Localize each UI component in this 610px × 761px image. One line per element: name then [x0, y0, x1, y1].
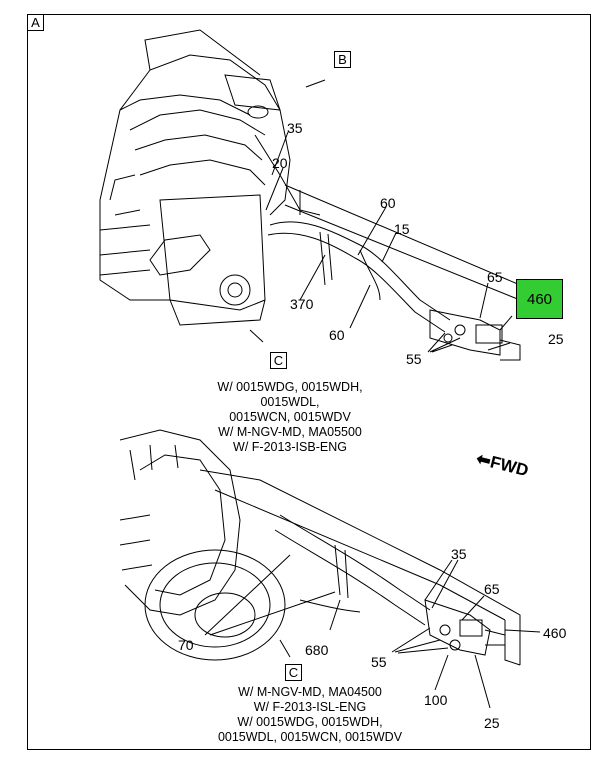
callout-15: 15	[394, 221, 410, 237]
reference-label-b: B	[334, 51, 351, 68]
callout-20: 20	[272, 155, 288, 171]
top-leader-lines	[249, 79, 513, 353]
callout-60-lower: 60	[329, 327, 345, 343]
callout-35-bottom: 35	[451, 546, 467, 562]
highlight-callout-460[interactable]: 460	[516, 279, 563, 319]
callout-55-top: 55	[406, 351, 422, 367]
caption-bottom-line-3: W/ 0015WDG, 0015WDH,	[237, 715, 383, 729]
caption-bottom: W/ M-NGV-MD, MA04500 W/ F-2013-ISL-ENG W…	[190, 685, 430, 745]
callout-460-bottom: 460	[543, 625, 567, 641]
drawing-frame	[27, 14, 591, 750]
callout-25-top: 25	[548, 331, 564, 347]
callout-55-bottom: 55	[371, 654, 387, 670]
view-label: A	[27, 14, 44, 31]
caption-top-line-1: W/ 0015WDG, 0015WDH, 0015WDL,	[217, 380, 363, 409]
reference-label-c-top: C	[270, 352, 287, 369]
reference-label-c-bottom: C	[285, 664, 302, 681]
caption-top-line-3: W/ M-NGV-MD, MA05500	[218, 425, 362, 439]
callout-680: 680	[305, 642, 329, 658]
caption-bottom-line-1: W/ M-NGV-MD, MA04500	[238, 685, 382, 699]
top-engine-drawing	[99, 29, 546, 361]
callout-65-top: 65	[487, 269, 503, 285]
callout-370: 370	[290, 296, 314, 312]
callout-60-upper: 60	[380, 195, 396, 211]
caption-bottom-line-2: W/ F-2013-ISL-ENG	[253, 700, 367, 714]
caption-top-line-4: W/ F-2013-ISB-ENG	[233, 440, 347, 454]
callout-100: 100	[424, 692, 448, 708]
caption-top-line-2: 0015WCN, 0015WDV	[229, 410, 351, 424]
callout-65-bottom: 65	[484, 581, 500, 597]
callout-35-top: 35	[287, 120, 303, 136]
caption-bottom-line-4: 0015WDL, 0015WCN, 0015WDV	[217, 730, 403, 744]
callout-70: 70	[178, 637, 194, 653]
caption-top: W/ 0015WDG, 0015WDH, 0015WDL, 0015WCN, 0…	[190, 380, 390, 455]
callout-25-bottom: 25	[484, 715, 500, 731]
bottom-leader-lines	[204, 554, 541, 709]
bottom-engine-drawing	[119, 429, 521, 666]
